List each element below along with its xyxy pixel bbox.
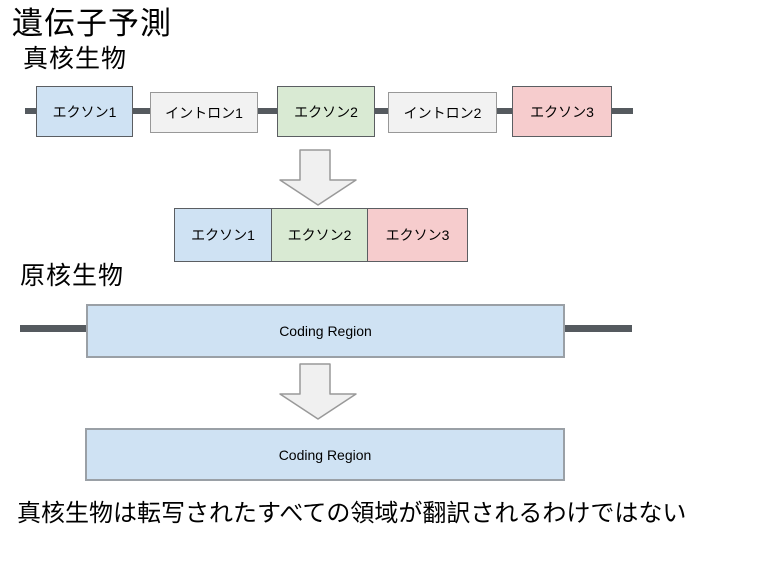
down-arrow-icon xyxy=(279,149,357,206)
page-title: 遺伝子予測 xyxy=(12,6,172,41)
exon1-box: エクソン1 xyxy=(36,86,133,137)
down-arrow-icon xyxy=(279,363,357,420)
intron2-box: イントロン2 xyxy=(388,92,497,133)
caption-text: 真核生物は転写されたすべての領域が翻訳されるわけではない xyxy=(17,500,687,527)
exon3-box: エクソン3 xyxy=(512,86,612,137)
prokaryote-mrna-box: Coding Region xyxy=(85,428,565,481)
mrna-exon3-segment: エクソン3 xyxy=(367,209,467,261)
intron1-box: イントロン1 xyxy=(150,92,258,133)
prokaryote-dna-line-right xyxy=(565,325,632,332)
eukaryote-heading: 真核生物 xyxy=(23,45,128,73)
mrna-exon2-segment: エクソン2 xyxy=(271,209,367,261)
mrna-exon1-segment: エクソン1 xyxy=(175,209,271,261)
eukaryote-mrna-strip: エクソン1 エクソン2 エクソン3 xyxy=(174,208,468,262)
exon2-box: エクソン2 xyxy=(277,86,375,137)
prokaryote-heading: 原核生物 xyxy=(20,262,125,290)
prokaryote-coding-region-box: Coding Region xyxy=(86,304,565,358)
prokaryote-dna-line-left xyxy=(20,325,86,332)
